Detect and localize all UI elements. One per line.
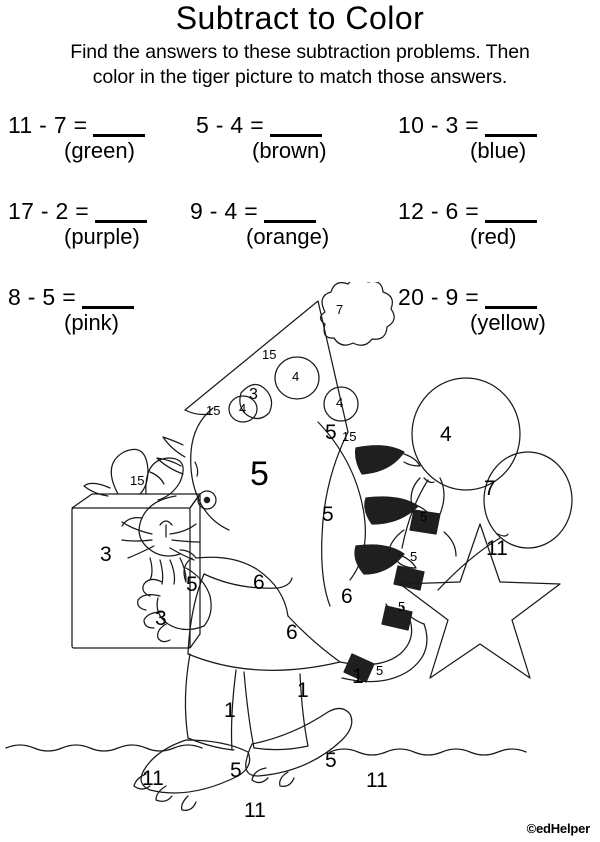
problem-color-label: (orange) [246,224,330,249]
region-number-hat-pompom: 7 [336,302,344,317]
problem-expression: 17 - 2 = [8,198,90,224]
problem-item: 12 - 6 = (red) [398,200,588,250]
problem-item: 9 - 4 = (orange) [190,200,380,250]
problem-row: 11 - 7 = (green) 5 - 4 = (brown) 10 - 3 … [0,114,600,200]
region-number-tail-c: 5 [398,599,406,614]
region-number-shirt-front: 6 [286,621,298,644]
region-number-back-lower: 5 [322,503,334,526]
problem-item: 20 - 9 = (yellow) [398,286,588,336]
problem-item: 10 - 3 = (blue) [398,114,588,164]
problem-item: 8 - 5 = (pink) [8,286,198,336]
region-number-tail-d: 5 [376,663,384,678]
region-number-hat-dot-c: 4 [336,395,344,410]
region-number-leg-right: 1 [352,665,364,688]
region-number-shirt-sleeve: 6 [253,571,265,594]
instructions: Find the answers to these subtraction pr… [5,40,595,90]
instructions-line-2: color in the tiger picture to match thos… [92,65,508,88]
region-number-back-upper: 5 [325,421,337,444]
problem-grid: 11 - 7 = (green) 5 - 4 = (brown) 10 - 3 … [0,114,600,372]
problem-row: 17 - 2 = (purple) 9 - 4 = (orange) 12 - … [0,200,600,286]
region-number-ear: 3 [249,386,258,403]
region-number-ground-mid: 11 [244,799,266,822]
region-number-foot-left: 5 [230,759,242,782]
problem-expression: 5 - 4 = [196,112,264,138]
region-number-balloon-big: 4 [440,423,452,446]
problem-color-label: (purple) [64,224,140,249]
problem-expression: 12 - 6 = [398,198,480,224]
footer-credit: ©edHelper [526,821,591,836]
region-number-balloon-small: 7 [484,477,496,500]
tiger-line-drawing [5,282,573,811]
problem-color-label: (brown) [252,138,327,163]
page-title: Subtract to Color [175,0,425,36]
region-number-leg-left: 1 [224,699,236,722]
answer-blank[interactable] [263,204,316,223]
problem-item: 11 - 7 = (green) [8,114,198,164]
problem-item: 17 - 2 = (purple) [8,200,198,250]
problem-color-label: (red) [470,224,517,249]
problem-expression: 9 - 4 = [190,198,258,224]
problem-expression: 10 - 3 = [398,112,480,138]
answer-blank[interactable] [95,204,148,223]
region-number-paw-left: 5 [186,573,198,596]
region-number-tail-a: 5 [420,509,428,524]
region-number-gift-side: 3 [155,607,167,630]
problem-row: 8 - 5 = (pink) 20 - 9 = (yellow) [0,286,600,372]
region-number-hat-body-b: 15 [206,403,221,418]
problem-item: 5 - 4 = (brown) [196,114,386,164]
problem-color-label: (green) [64,138,135,163]
region-number-shirt-side: 6 [341,585,353,608]
instructions-line-1: Find the answers to these subtraction pr… [70,40,530,63]
region-number-ground-left: 11 [142,767,164,790]
problem-color-label: (blue) [470,138,527,163]
color-by-number-picture: 7 4 4 4 15 15 15 3 5 5 5 15 3 3 5 6 6 6 … [0,282,600,822]
region-number-hat-dot-a: 4 [292,369,300,384]
region-number-ground-right: 11 [366,769,388,792]
answer-blank[interactable] [485,118,538,137]
problem-color-label: (yellow) [470,310,546,335]
region-number-gift-bow: 15 [130,473,145,488]
region-number-gift-front: 3 [100,543,112,566]
region-number-star: 11 [486,537,508,560]
region-number-hat-body-a: 15 [262,347,277,362]
answer-blank[interactable] [93,118,146,137]
region-number-hat-body-c: 15 [342,429,357,444]
answer-blank[interactable] [485,204,538,223]
problem-color-label: (pink) [64,310,120,335]
answer-blank[interactable] [269,118,322,137]
region-number-face: 5 [250,455,269,493]
region-number-leg-mid: 1 [297,679,309,702]
problem-expression: 11 - 7 = [8,112,88,138]
problem-expression: 8 - 5 = [8,284,76,310]
answer-blank[interactable] [485,290,538,309]
answer-blank[interactable] [81,290,134,309]
problem-expression: 20 - 9 = [398,284,480,310]
region-number-foot-right: 5 [325,749,337,772]
region-number-hat-dot-b: 4 [239,401,247,416]
region-number-tail_b: 5 [410,549,418,564]
